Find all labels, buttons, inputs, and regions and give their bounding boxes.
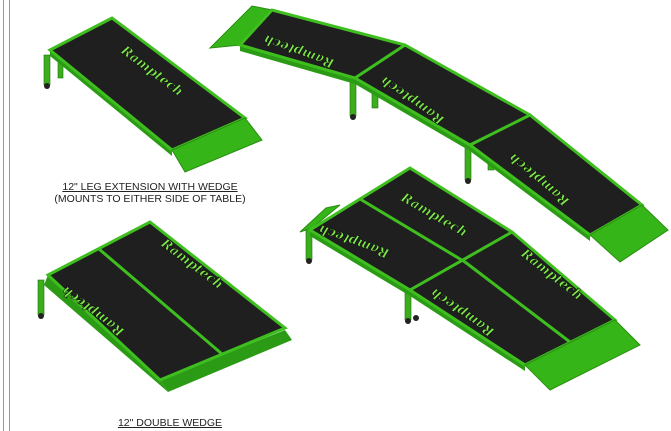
double-wedge-ramp: Ramptech Ramptech xyxy=(37,220,292,392)
ramp-divider xyxy=(469,113,531,147)
ramp-divider xyxy=(354,43,406,80)
ramp-deck xyxy=(45,220,288,382)
ramp-deck xyxy=(47,16,248,152)
ramp-leg xyxy=(37,279,45,316)
leg-extension-caption: 12" LEG EXTENSION WITH WEDGE (MOUNTS TO … xyxy=(20,181,280,205)
ramp-leg xyxy=(43,54,51,86)
leg-extension-note: (MOUNTS TO EITHER SIDE OF TABLE) xyxy=(54,193,246,205)
double-wedge-title: 12" DOUBLE WEDGE xyxy=(117,417,223,429)
ramp-wheel xyxy=(38,313,44,319)
ramp-divider xyxy=(98,247,223,356)
page-border-inner xyxy=(9,0,10,431)
ramp-wedge xyxy=(589,204,669,263)
page-border-left xyxy=(3,0,4,431)
ramp-wedge xyxy=(524,319,641,391)
ramp-wheel xyxy=(44,83,50,89)
ramp-divider xyxy=(409,230,513,292)
ramp-divider xyxy=(359,197,466,264)
ramp-wedge xyxy=(171,117,263,173)
ramp-divider xyxy=(464,260,571,344)
extended-ramp: Ramptech Ramptech Ramptech xyxy=(208,5,669,263)
leg-extension-title: 12" LEG EXTENSION WITH WEDGE xyxy=(62,181,238,193)
